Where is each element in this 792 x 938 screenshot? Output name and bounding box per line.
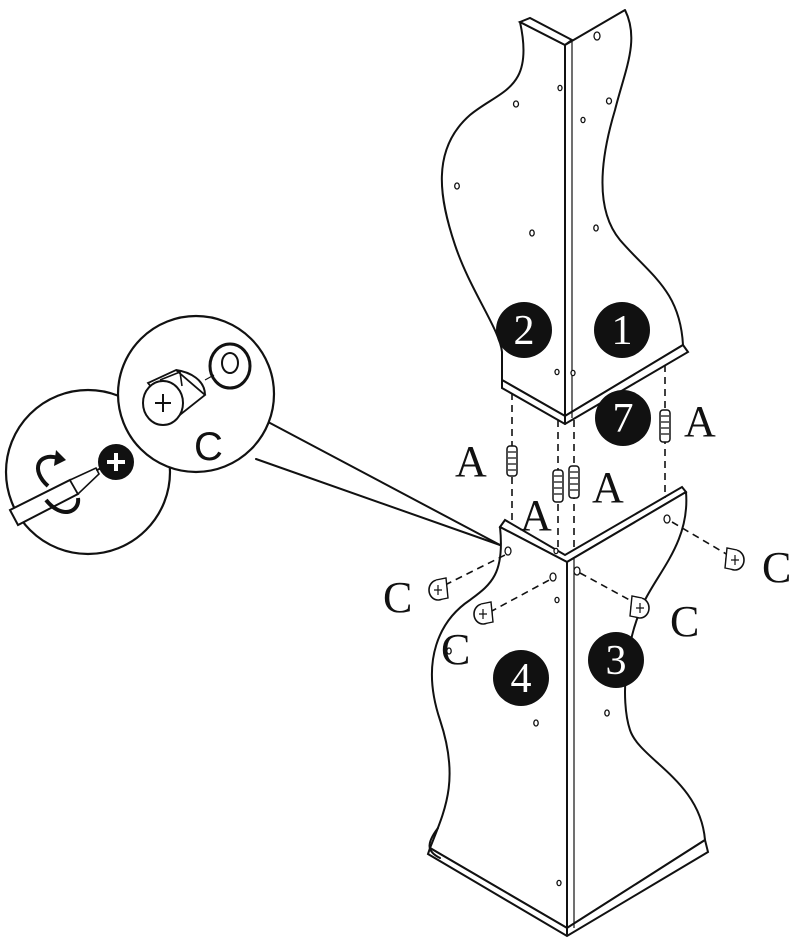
cam-detail-label: C xyxy=(194,425,223,469)
dowel-label-3: A xyxy=(592,463,624,512)
cam-lock-3 xyxy=(629,595,650,619)
dowel-1 xyxy=(506,445,518,477)
svg-text:4: 4 xyxy=(511,656,532,702)
lower-left-panel xyxy=(429,526,568,929)
cam-lock-2 xyxy=(473,601,494,625)
cam-detail: C xyxy=(116,314,276,474)
svg-text:7: 7 xyxy=(613,396,634,442)
part-number-1: 1 xyxy=(594,302,650,358)
part-number-4: 4 xyxy=(493,650,549,706)
cam-label-1: C xyxy=(383,573,412,622)
part-number-3: 3 xyxy=(588,632,644,688)
cam-lock-4 xyxy=(724,547,745,571)
lower-holes xyxy=(446,514,671,887)
svg-text:1: 1 xyxy=(612,308,633,354)
dowel-3 xyxy=(568,465,580,499)
lower-assembly xyxy=(426,485,710,938)
part-numbers: 1 2 7 4 3 xyxy=(493,302,651,706)
dowel-label-4: A xyxy=(684,397,716,446)
part-number-2: 2 xyxy=(496,302,552,358)
svg-text:3: 3 xyxy=(606,638,627,684)
cam-label-3: C xyxy=(670,597,699,646)
svg-text:2: 2 xyxy=(514,308,535,354)
upper-holes xyxy=(454,31,613,377)
dowels: A A A A xyxy=(455,365,716,552)
cam-label-4: C xyxy=(762,543,791,592)
dowel-label-2: A xyxy=(520,491,552,540)
cam-label-2: C xyxy=(441,625,470,674)
upper-left-panel xyxy=(440,21,566,417)
dowel-2 xyxy=(552,469,564,503)
cam-lock-1 xyxy=(428,577,449,601)
dowel-label-1: A xyxy=(455,437,487,486)
upper-assembly xyxy=(440,9,690,426)
part-number-7: 7 xyxy=(595,390,651,446)
cam-locks: C C C C xyxy=(383,521,791,674)
detail-callout: C xyxy=(4,314,501,556)
dowel-4 xyxy=(659,409,671,443)
upper-right-panel xyxy=(564,9,684,417)
